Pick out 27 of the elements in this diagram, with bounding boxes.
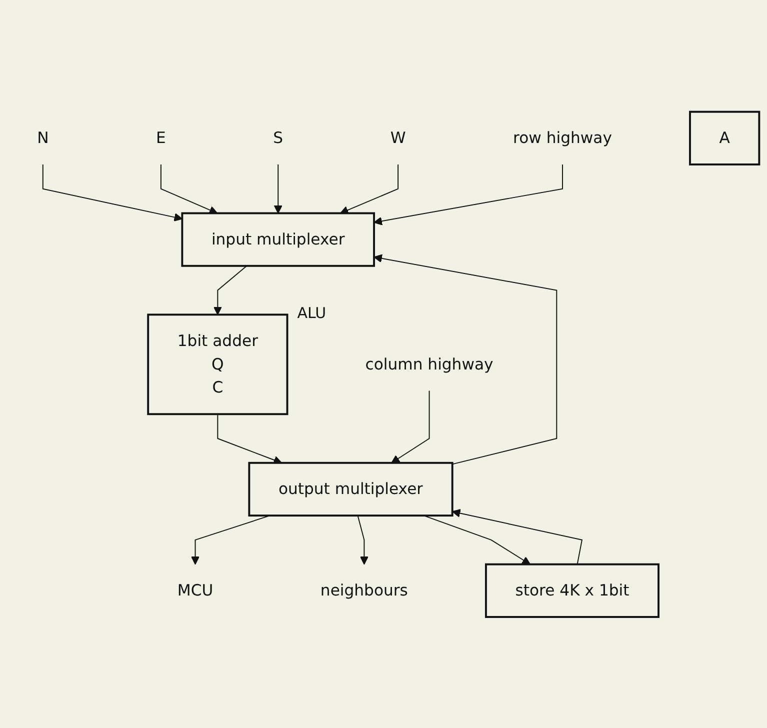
node-text: MCU <box>177 580 214 600</box>
arrow <box>357 514 368 564</box>
node-box: 1bit adder Q C <box>147 313 288 415</box>
arrow <box>274 164 282 214</box>
arrow <box>160 164 218 214</box>
node-box: output multiplexer <box>248 462 454 516</box>
node-box: input multiplexer <box>181 212 375 266</box>
node-text: E <box>156 128 166 147</box>
arrow <box>217 413 282 464</box>
node-text: N <box>37 128 49 147</box>
arrow <box>190 514 270 564</box>
node-text: S <box>273 128 284 147</box>
arrow <box>213 265 248 315</box>
arrow <box>374 254 558 464</box>
arrow <box>374 164 563 225</box>
arrow <box>423 514 531 564</box>
node-text: W <box>390 128 406 147</box>
node-box: store 4K x 1bit <box>484 562 660 618</box>
node-text: row highway <box>513 128 612 147</box>
node-text: neighbours <box>320 580 408 600</box>
arrow <box>340 164 399 214</box>
node-box: A <box>689 110 760 166</box>
node-text: column highway <box>365 354 494 373</box>
arrow <box>452 508 583 564</box>
arrow <box>42 164 183 222</box>
side-label: ALU <box>297 304 326 322</box>
arrow <box>391 390 430 463</box>
